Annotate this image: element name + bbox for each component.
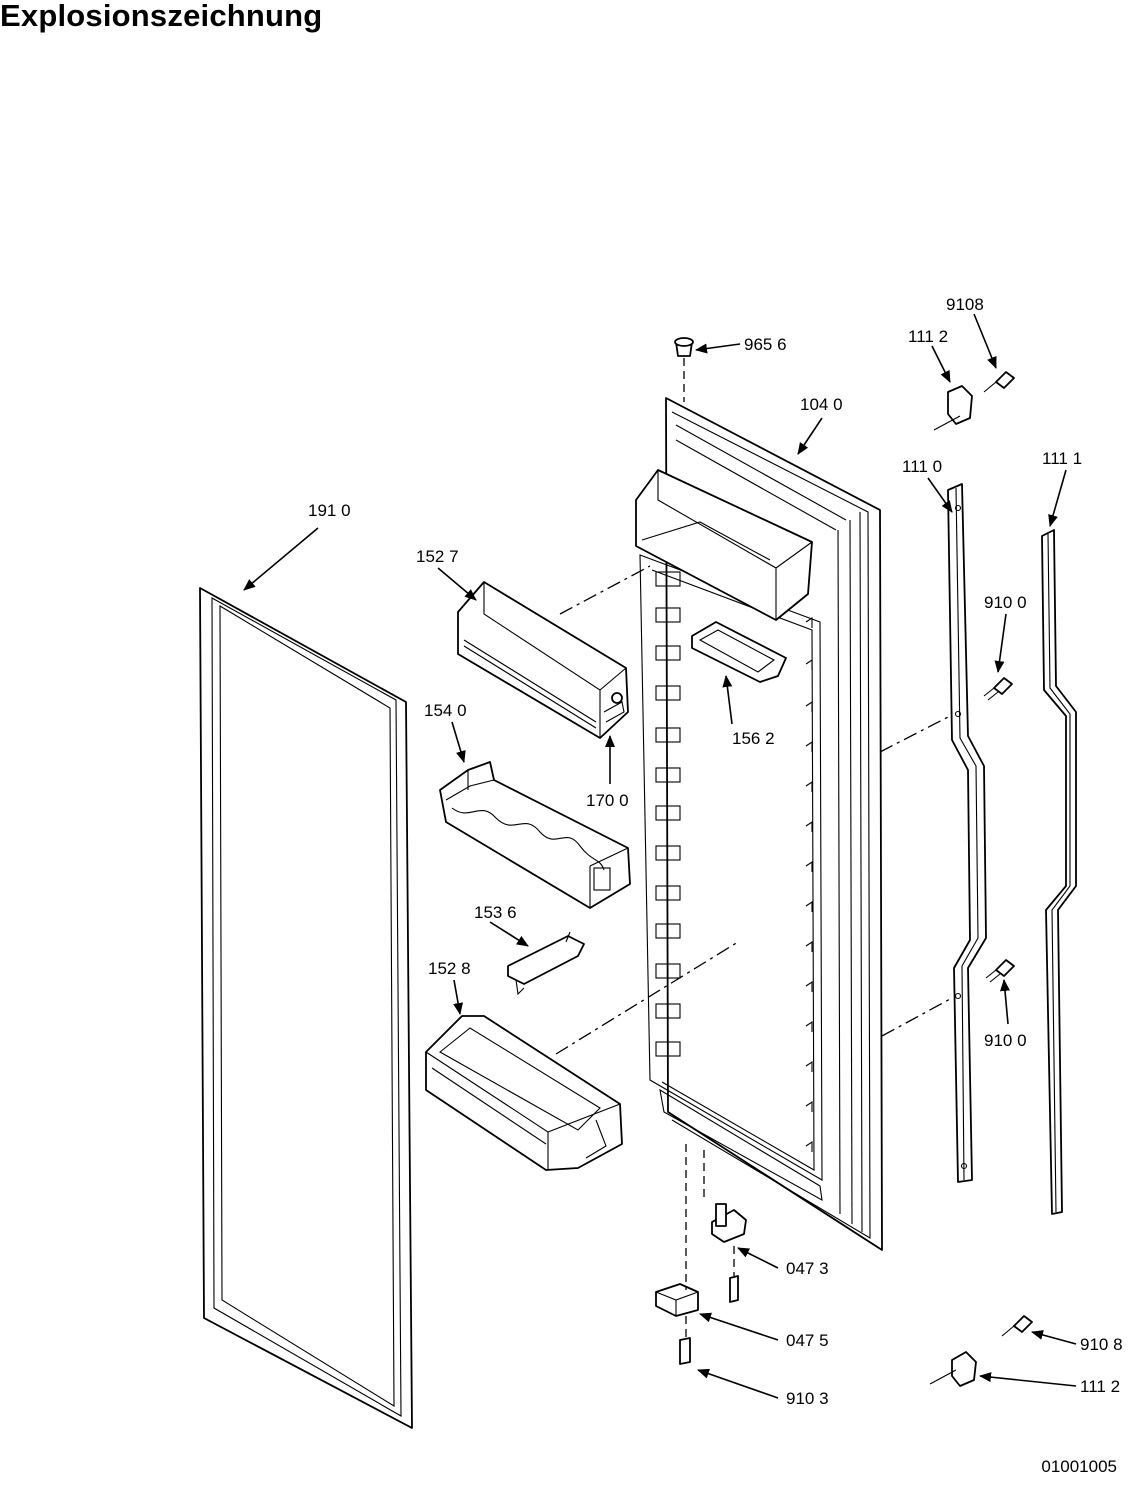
door-liner [635,397,883,1251]
label-910-0-lower: 910 0 [984,1031,1027,1050]
label-910-3: 910 3 [786,1389,829,1408]
dairy-hinge-pin [603,701,625,723]
label-154-0: 154 0 [424,701,467,720]
label-191-0: 191 0 [308,501,351,520]
label-111-2-bottom: 111 2 [1080,1377,1120,1396]
screw-lower [985,959,1015,983]
label-156-2: 156 2 [732,729,775,748]
label-152-7: 152 7 [416,547,459,566]
label-111-2-top: 111 2 [908,327,948,346]
handle-gasket-strip [1041,529,1077,1215]
top-bracket [933,385,973,431]
bottle-bin [425,1015,623,1171]
label-910-8: 910 8 [1080,1335,1123,1354]
bottom-screw [679,1316,691,1365]
label-9108-top: 9108 [946,295,984,314]
egg-holder [439,761,631,909]
label-170-0: 170 0 [586,791,629,810]
assembly-lines [555,565,953,1290]
label-152-8: 152 8 [428,959,471,978]
small-tray [691,621,787,683]
dairy-compartment-cover [457,581,629,739]
label-047-3: 047 3 [786,1259,829,1278]
leader-arrows [243,313,1077,1399]
lower-hinge-pin [711,1203,747,1303]
label-111-1: 111 1 [1042,449,1082,468]
label-111-0: 111 0 [902,457,942,476]
label-153-6: 153 6 [474,903,517,922]
bottom-bracket-screw [1001,1315,1033,1337]
document-number: 01001005 [1041,1457,1117,1476]
hinge-bushing [655,1283,699,1317]
label-965-6: 965 6 [744,335,787,354]
bottom-bracket [929,1351,977,1387]
label-047-5: 047 5 [786,1331,829,1350]
shelf-clip [507,931,585,996]
label-910-0-upper: 910 0 [984,593,1027,612]
label-104-0: 104 0 [800,395,843,414]
screw-upper [983,677,1013,701]
door-gasket [199,587,413,1429]
door-handle-bar [947,483,987,1183]
top-bracket-screw [983,371,1015,393]
hinge-plug [674,337,694,402]
page-title: Explosionszeichnung [0,0,323,33]
part-labels: 965 6 9108 111 2 104 0 111 0 111 1 191 0… [308,295,1123,1408]
